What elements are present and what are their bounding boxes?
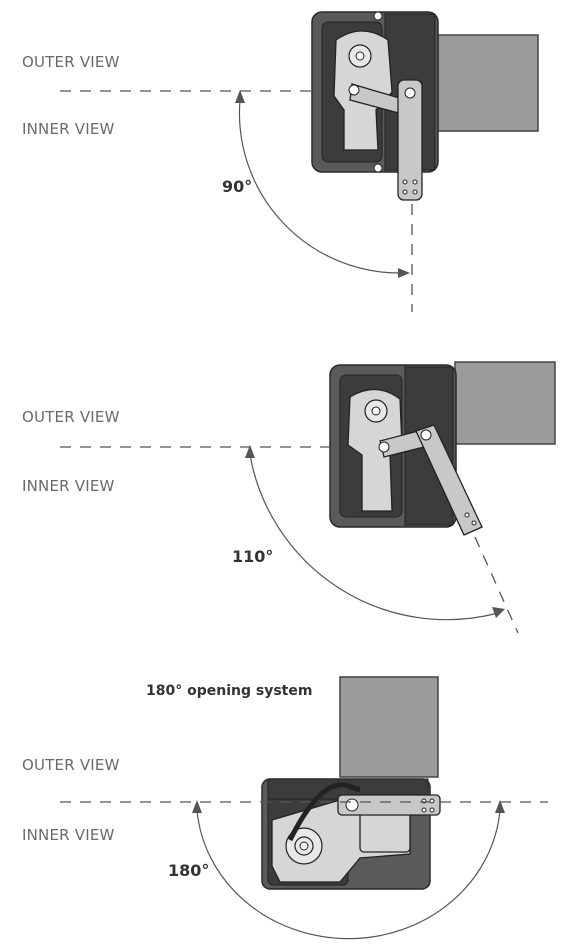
opening-arc xyxy=(249,454,499,621)
motor-body xyxy=(359,809,411,853)
pivot-bolt xyxy=(378,441,390,453)
open-position-line xyxy=(474,536,519,634)
pivot-bolt xyxy=(348,84,360,96)
opening-system-caption: 180° opening system xyxy=(146,683,313,699)
arrow-head-icon xyxy=(492,607,505,618)
angle-label: 180° xyxy=(168,861,210,880)
inner-view-label: INNER VIEW xyxy=(22,477,115,495)
opener-diagram-110 xyxy=(60,361,556,634)
arrow-head-icon xyxy=(398,268,410,278)
gate-leaf xyxy=(437,34,539,132)
inner-view-label: INNER VIEW xyxy=(22,120,115,138)
drive-belt xyxy=(287,782,361,842)
outer-view-label: OUTER VIEW xyxy=(22,408,120,426)
arrow-head-icon xyxy=(235,90,245,103)
opening-arc xyxy=(196,809,501,940)
gate-leaf xyxy=(339,676,439,778)
outer-view-label: OUTER VIEW xyxy=(22,53,120,71)
opener-diagram-90 xyxy=(60,11,539,312)
lever-arm xyxy=(337,794,441,816)
panel-110-degree: OUTER VIEW INNER VIEW 110° xyxy=(0,315,562,650)
angle-label: 90° xyxy=(222,177,253,196)
angle-label: 110° xyxy=(232,547,274,566)
pivot-bolt xyxy=(345,798,359,812)
arrow-head-icon xyxy=(245,445,255,458)
gearbox-body xyxy=(347,388,403,512)
opening-arc xyxy=(238,99,403,274)
gate-leaf xyxy=(454,361,556,445)
opener-diagram-180 xyxy=(60,676,548,940)
gate-bracket xyxy=(415,424,483,536)
panel-180-degree: 180° opening system OUTER VIEW INNER VIE… xyxy=(0,650,562,952)
outer-view-label: OUTER VIEW xyxy=(22,756,120,774)
arrow-head-icon xyxy=(192,800,202,813)
inner-view-label: INNER VIEW xyxy=(22,826,115,844)
panel-90-degree: OUTER VIEW INNER VIEW 90° xyxy=(0,0,562,315)
gate-bracket xyxy=(397,79,423,201)
arrow-head-icon xyxy=(495,800,505,813)
